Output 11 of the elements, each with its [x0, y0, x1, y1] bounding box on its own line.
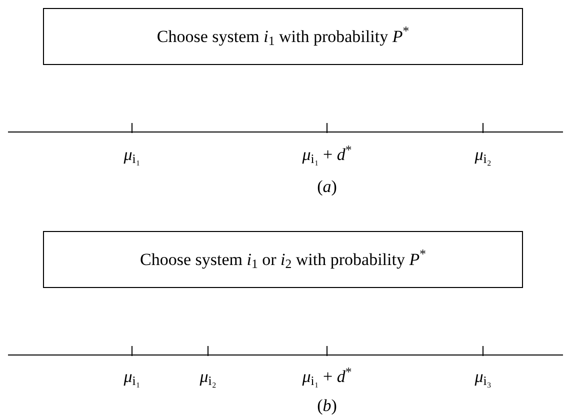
tick-label: μ$_{i₂}$: [200, 366, 216, 390]
tick-label: μ$_{i₁}$ + d$^{*}$: [302, 142, 352, 168]
tick-label: μ$_{i₂}$: [474, 144, 492, 168]
tick-label: μ$_{i₁}$: [124, 144, 140, 168]
panel-label: (b): [317, 395, 337, 415]
statement-box: Choose system i$_{1}$ with probability P$^{*}$: [43, 8, 523, 65]
tick-label: μ$_{i₁}$: [124, 366, 140, 390]
tick-label: μ$_{i₁}$ + d$^{*}$: [302, 364, 352, 390]
statement-box: Choose system i$_{1}$ or i$_{2}$ with probability P$^{*}$: [43, 231, 523, 288]
tick-label: μ$_{i₃}$: [474, 366, 492, 390]
panel-label: (a): [317, 176, 337, 198]
